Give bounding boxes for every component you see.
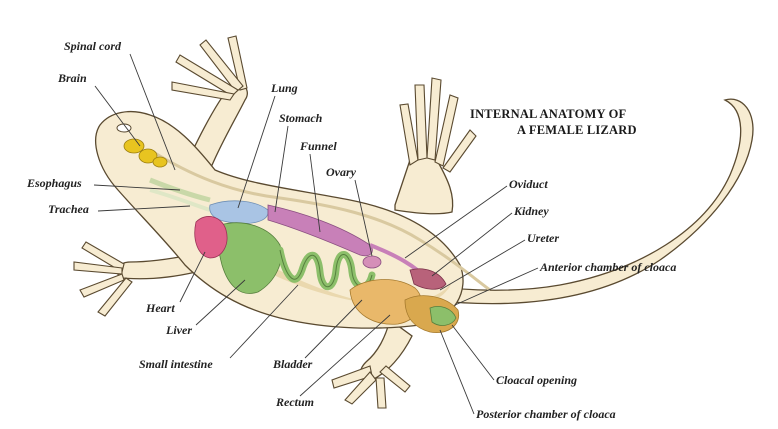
- label-cloacal-opening: Cloacal opening: [496, 373, 577, 387]
- label-kidney: Kidney: [513, 204, 549, 218]
- label-bladder: Bladder: [272, 357, 313, 371]
- lizard-body: [74, 36, 753, 408]
- heart-organ: [195, 216, 227, 258]
- label-stomach: Stomach: [279, 111, 323, 125]
- diagram-title-line2: A FEMALE LIZARD: [517, 123, 637, 137]
- label-funnel: Funnel: [299, 139, 337, 153]
- label-posterior-chamber: Posterior chamber of cloaca: [476, 407, 616, 421]
- label-brain: Brain: [57, 71, 87, 85]
- label-ovary: Ovary: [326, 165, 357, 179]
- label-spinal-cord: Spinal cord: [64, 39, 122, 53]
- label-small-intestine: Small intestine: [139, 357, 213, 371]
- label-esophagus: Esophagus: [26, 176, 82, 190]
- label-trachea: Trachea: [48, 202, 89, 216]
- label-oviduct: Oviduct: [509, 177, 548, 191]
- label-heart: Heart: [145, 301, 175, 315]
- label-rectum: Rectum: [275, 395, 314, 409]
- label-ureter: Ureter: [527, 231, 559, 245]
- label-anterior-chamber: Anterior chamber of cloaca: [539, 260, 676, 274]
- label-lung: Lung: [270, 81, 298, 95]
- label-liver: Liver: [165, 323, 192, 337]
- diagram-title-line1: INTERNAL ANATOMY OF: [470, 107, 627, 121]
- ovary-organ: [363, 256, 381, 268]
